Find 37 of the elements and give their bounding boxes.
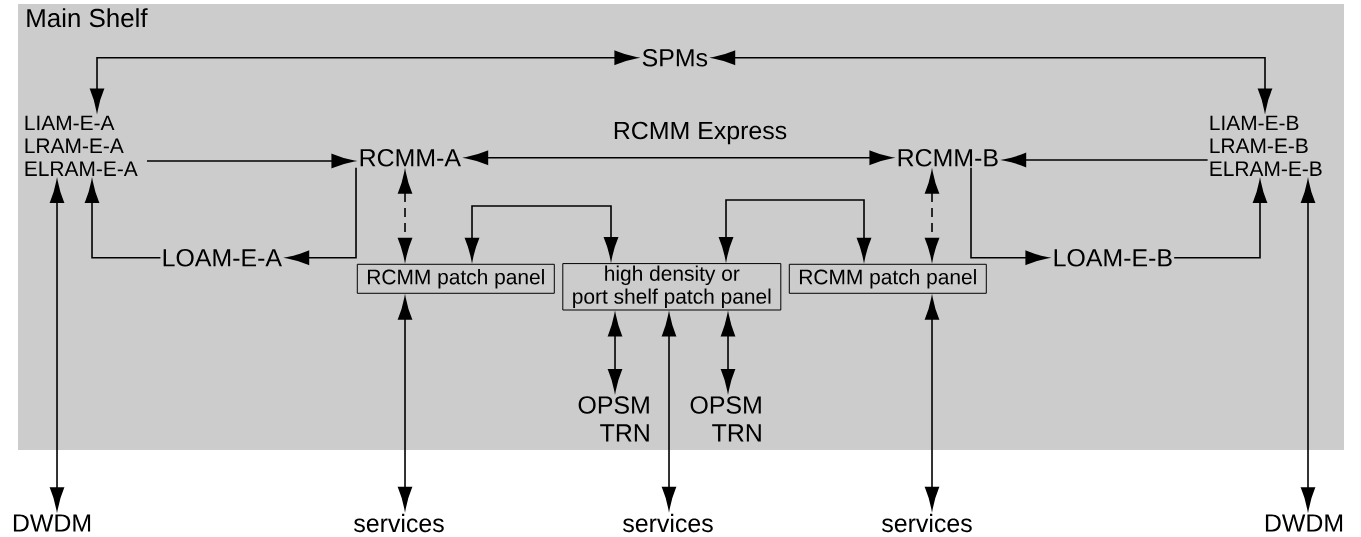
arrow bbox=[720, 313, 736, 392]
module-label: OPSM TRN bbox=[690, 396, 761, 442]
edge-label: RCMM Express bbox=[611, 120, 789, 146]
arrow bbox=[607, 313, 623, 392]
arrow bbox=[286, 167, 357, 265]
module-label: LOAM-E-A bbox=[163, 248, 282, 267]
module-label: RCMM-B bbox=[898, 149, 998, 167]
arrow bbox=[712, 50, 1273, 112]
arrow bbox=[84, 180, 162, 259]
module-label: DWDM bbox=[1265, 514, 1343, 532]
module-label: DWDM bbox=[13, 514, 91, 532]
arrow bbox=[1003, 152, 1209, 168]
module-label: LIAM-E-B LRAM-E-B ELRAM-E-B bbox=[1210, 115, 1322, 176]
arrow bbox=[661, 313, 677, 510]
arrow bbox=[49, 180, 65, 510]
module-label: services bbox=[623, 513, 713, 533]
arrow bbox=[1300, 180, 1316, 510]
arrow bbox=[718, 199, 872, 261]
dashed-arrow bbox=[924, 171, 940, 261]
patch-panel-box: RCMM patch panel bbox=[356, 263, 555, 294]
module-label: services bbox=[882, 513, 972, 533]
module-label: services bbox=[354, 513, 444, 533]
module-label: LOAM-E-B bbox=[1054, 248, 1172, 267]
module-label: SPMs bbox=[642, 49, 708, 67]
arrow bbox=[924, 297, 940, 510]
module-label: RCMM-A bbox=[360, 149, 461, 167]
patch-panel-box: high density or port shelf patch panel bbox=[562, 263, 782, 311]
dashed-arrow bbox=[397, 171, 413, 261]
arrow bbox=[89, 50, 637, 112]
arrow bbox=[970, 167, 1048, 265]
arrow bbox=[397, 297, 413, 510]
arrow bbox=[146, 153, 354, 169]
arrow bbox=[464, 205, 619, 261]
module-label: OPSM TRN bbox=[578, 396, 649, 442]
patch-panel-box: RCMM patch panel bbox=[788, 263, 987, 294]
arrow bbox=[1173, 180, 1268, 259]
module-label: LIAM-E-A LRAM-E-A ELRAM-E-A bbox=[25, 115, 138, 176]
